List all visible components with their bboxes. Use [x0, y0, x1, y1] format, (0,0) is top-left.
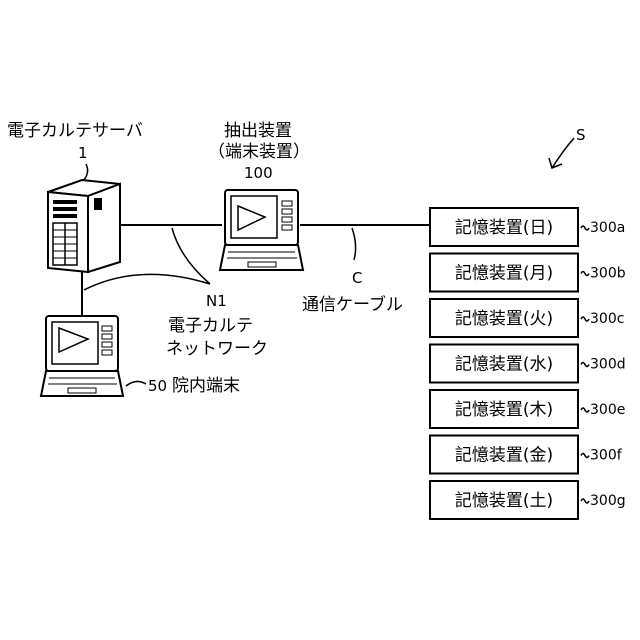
storage-device-label: 記憶装置(火) [455, 309, 553, 329]
storage-ref-leader [581, 363, 589, 367]
network-name-line2: ネットワーク [166, 339, 268, 359]
storage-device-ref: 300b [590, 266, 626, 282]
server-title: 電子カルテサーバ [7, 121, 143, 141]
storage-ref-leader [581, 317, 589, 321]
terminal-laptop-icon [41, 316, 123, 396]
extractor-laptop-icon [220, 190, 303, 270]
extractor-ref: 100 [244, 164, 273, 182]
storage-device: 記憶装置(土) 300g [430, 481, 626, 519]
server-ref: 1 [78, 144, 88, 162]
storage-device-ref: 300d [590, 357, 626, 373]
storage-ref-leader [581, 272, 589, 276]
storage-device-ref: 300c [590, 311, 624, 327]
storage-device-label: 記憶装置(水) [455, 355, 553, 375]
storage-ref-leader [581, 499, 589, 503]
network-ref: N1 [206, 292, 227, 310]
storage-ref-leader [581, 454, 589, 458]
extractor-title-line2: （端末装置） [208, 142, 310, 162]
cable-name: 通信ケーブル [302, 294, 403, 315]
storage-ref-leader [581, 408, 589, 412]
storage-device-ref: 300g [590, 493, 626, 509]
terminal-leader-line [126, 381, 146, 386]
storage-device-ref: 300f [590, 448, 623, 464]
storage-device-label: 記憶装置(土) [455, 491, 553, 511]
storage-device: 記憶装置(月) 300b [430, 254, 626, 292]
storage-device-label: 記憶装置(金) [455, 446, 553, 466]
cable-leader-line [352, 228, 356, 260]
extractor-title-line1: 抽出装置 [224, 121, 292, 141]
network-name-line1: 電子カルテ [168, 316, 253, 336]
storage-device-label: 記憶装置(日) [455, 218, 553, 238]
storage-device: 記憶装置(金) 300f [430, 436, 623, 474]
storage-device-label: 記憶装置(月) [455, 264, 553, 284]
storage-device-list: 記憶装置(日) 300a 記憶装置(月) 300b 記憶装置(火) 300c 記憶装置(水)… [430, 208, 626, 519]
system-ref-arrow [552, 138, 574, 168]
storage-device: 記憶装置(火) 300c [430, 299, 624, 337]
terminal-name: 院内端末 [172, 376, 240, 396]
storage-device-ref: 300a [590, 220, 625, 236]
terminal-ref: 50 [148, 377, 167, 395]
storage-device-label: 記憶装置(木) [455, 400, 553, 420]
storage-device-ref: 300e [590, 402, 625, 418]
network-leader-to-vertical [84, 274, 210, 290]
storage-device: 記憶装置(木) 300e [430, 390, 625, 428]
network-leader-to-horizontal [172, 228, 210, 284]
system-ref: S [576, 126, 586, 144]
storage-ref-leader [581, 226, 589, 230]
server-tower-icon [48, 180, 120, 272]
storage-device: 記憶装置(日) 300a [430, 208, 625, 246]
storage-device: 記憶装置(水) 300d [430, 345, 626, 383]
cable-ref: C [352, 269, 362, 287]
server-leader-line [84, 164, 88, 180]
